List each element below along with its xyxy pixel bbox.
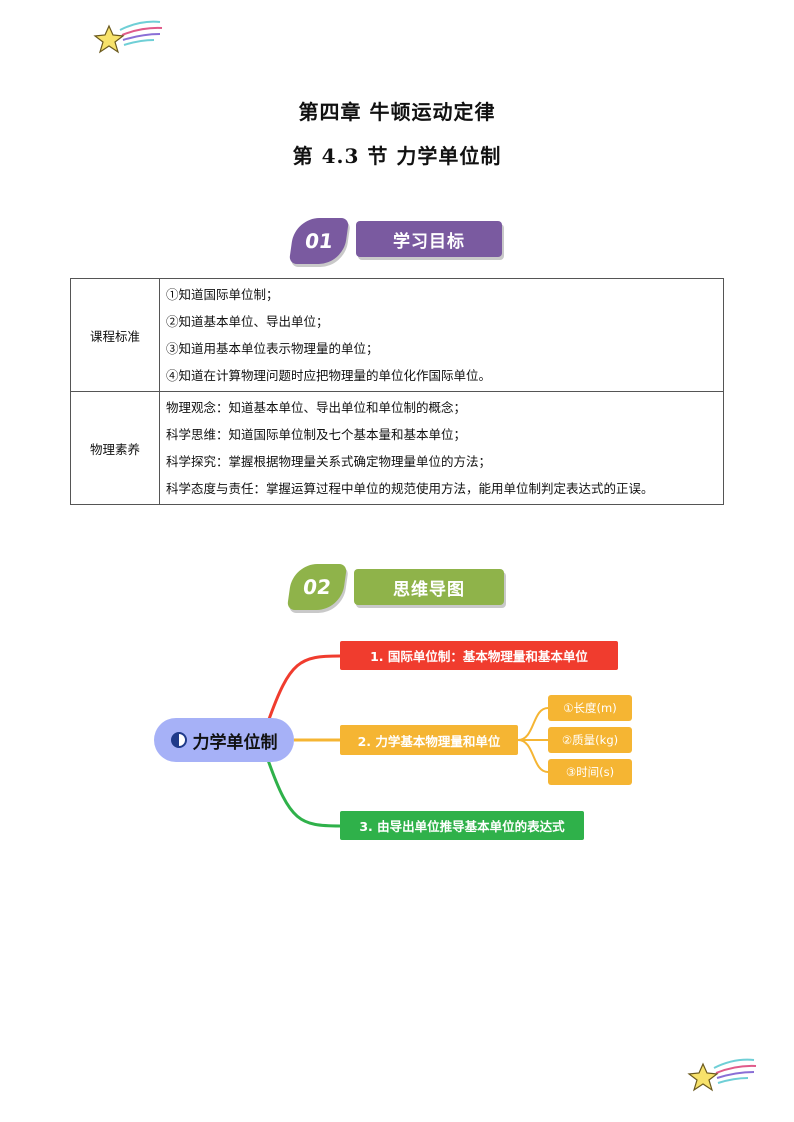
list-item: 科学态度与责任：掌握运算过程中单位的规范使用方法，能用单位制判定表达式的正误。: [166, 481, 654, 496]
chapter-title: 第四章 牛顿运动定律: [298, 100, 496, 124]
shooting-star-icon: [93, 20, 163, 54]
mindmap-branch-3: 3. 由导出单位推导基本单位的表达式: [340, 811, 584, 840]
table-row: 课程标准 ①知道国际单位制； ②知道基本单位、导出单位； ③知道用基本单位表示物…: [70, 278, 724, 392]
list-item: 科学思维：知道国际单位制及七个基本量和基本单位；: [166, 427, 467, 442]
row-content: 物理观念：知道基本单位、导出单位和单位制的概念； 科学思维：知道国际单位制及七个…: [159, 391, 724, 505]
mindmap-leaf-mass: ②质量(kg): [548, 727, 632, 753]
list-item: 物理观念：知道基本单位、导出单位和单位制的概念；: [166, 400, 467, 415]
mindmap-root-label: 力学单位制: [192, 732, 278, 753]
table-row: 物理素养 物理观念：知道基本单位、导出单位和单位制的概念； 科学思维：知道国际单…: [70, 391, 724, 505]
list-item: 科学探究：掌握根据物理量关系式确定物理量单位的方法；: [166, 454, 492, 469]
list-item: ④知道在计算物理问题时应把物理量的单位化作国际单位。: [166, 368, 492, 383]
list-item: ③知道用基本单位表示物理量的单位；: [166, 341, 379, 356]
row-label: 物理素养: [70, 391, 160, 505]
mindmap-root: 力学单位制: [154, 718, 294, 762]
list-item: ①知道国际单位制；: [166, 287, 279, 302]
learning-goals-table: 课程标准 ①知道国际单位制； ②知道基本单位、导出单位； ③知道用基本单位表示物…: [70, 278, 724, 505]
section-title: 第 4.3 节 力学单位制: [292, 144, 502, 168]
half-circle-icon: [170, 732, 187, 748]
mindmap-leaf-length: ①长度(m): [548, 695, 632, 721]
list-item: ②知道基本单位、导出单位；: [166, 314, 329, 329]
mindmap-branch-2: 2. 力学基本物理量和单位: [340, 725, 518, 755]
row-content: ①知道国际单位制； ②知道基本单位、导出单位； ③知道用基本单位表示物理量的单位…: [159, 278, 724, 392]
mindmap-branch-1: 1. 国际单位制：基本物理量和基本单位: [340, 641, 618, 670]
section-label-badge: 思维导图: [354, 569, 504, 605]
mindmap-leaf-time: ③时间(s): [548, 759, 632, 785]
shooting-star-icon: [687, 1058, 757, 1092]
section-label-badge: 学习目标: [356, 221, 502, 257]
